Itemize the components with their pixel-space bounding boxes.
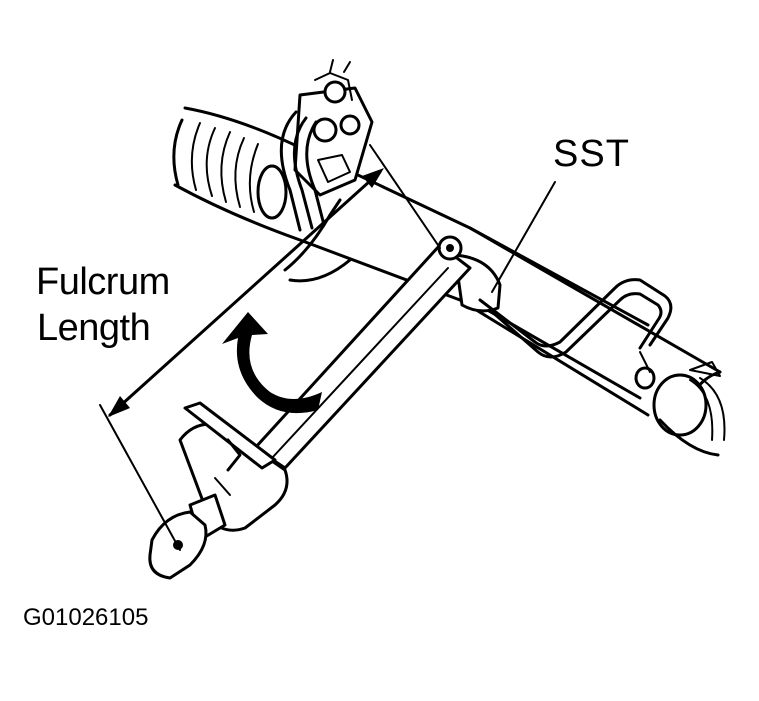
sst-label: SST: [553, 133, 630, 175]
fulcrum-length-dimension: [99, 144, 441, 551]
fulcrum-length-label-line2: Length: [37, 307, 151, 349]
figure-code: G01026105: [23, 604, 149, 631]
valve-housing: [283, 59, 374, 283]
left-bellows-boot: [172, 118, 288, 220]
hydraulic-lines: [279, 110, 326, 232]
right-bellows-boot: [652, 361, 726, 457]
sst-tool: [453, 253, 673, 390]
rotation-arrow: [222, 312, 322, 414]
fulcrum-length-label-line1: Fulcrum: [36, 261, 170, 303]
torque-wrench: [148, 235, 472, 580]
sst-leader: [491, 181, 556, 293]
